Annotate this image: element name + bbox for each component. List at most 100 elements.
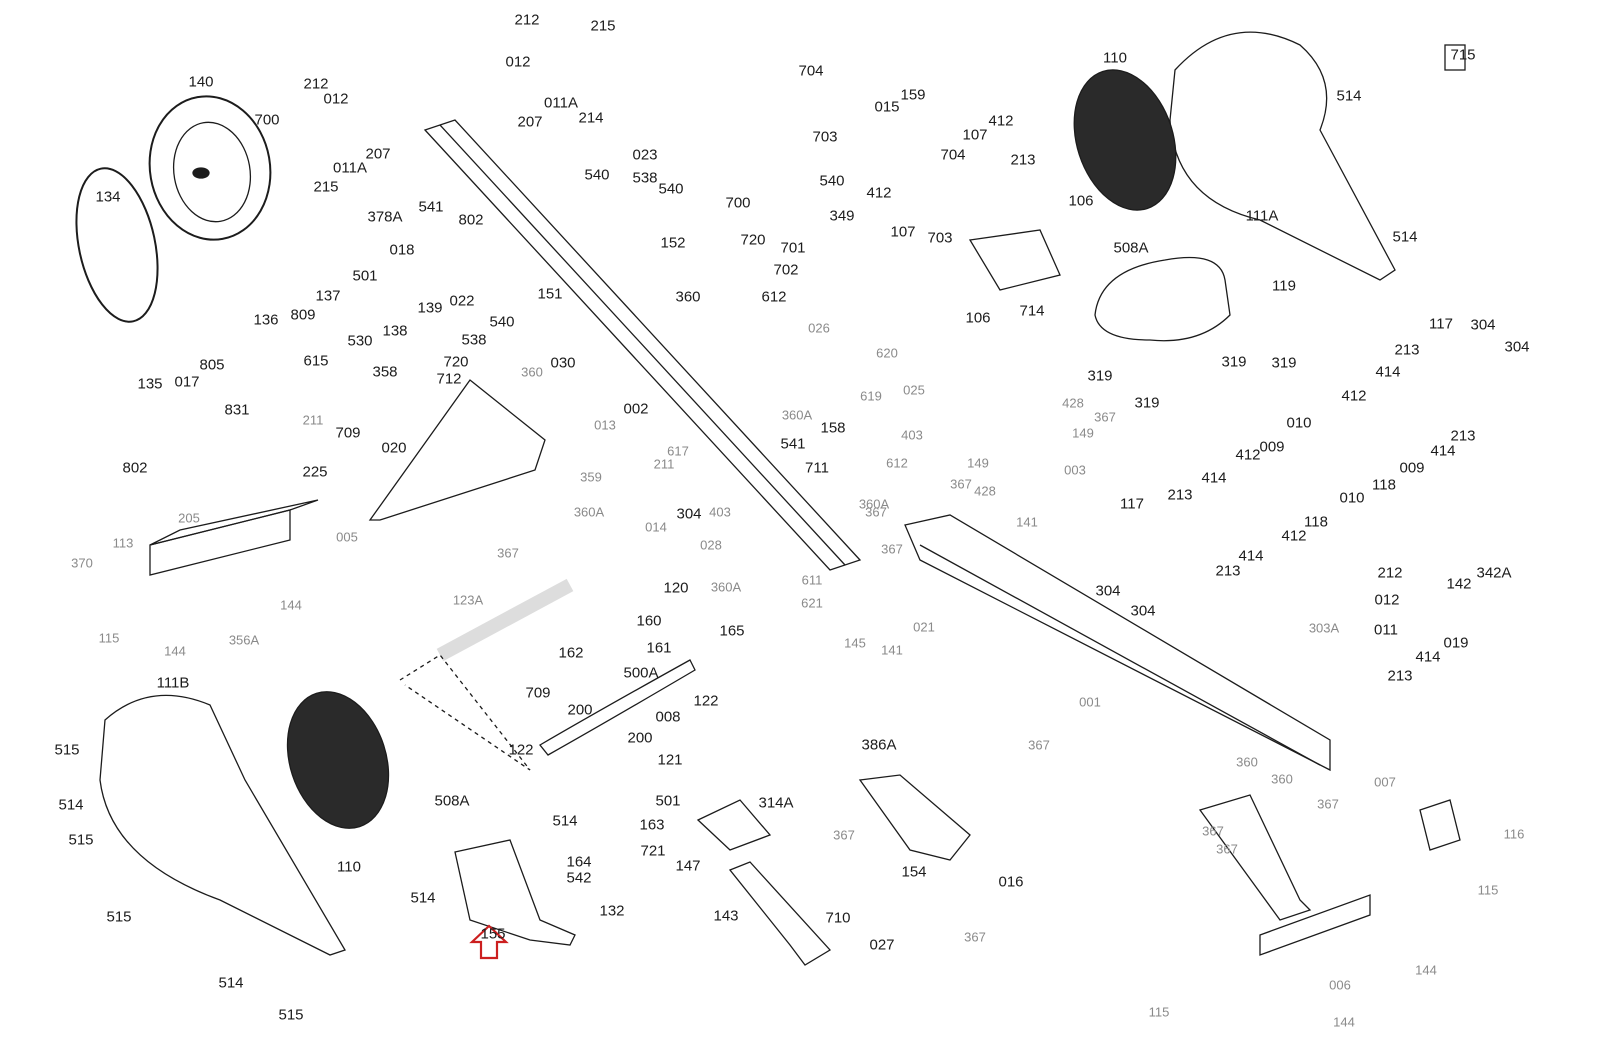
part-label-809: 809 (290, 306, 316, 324)
part-label-700: 700 (725, 194, 751, 212)
part-label-514: 514 (218, 974, 244, 992)
part-label-514: 514 (410, 889, 436, 907)
part-label-016: 016 (998, 873, 1024, 891)
part-label-360: 360 (1236, 754, 1258, 770)
part-label-619: 619 (860, 388, 882, 404)
part-label-720: 720 (740, 231, 766, 249)
part-140-flywheel (148, 95, 272, 241)
part-label-011a: 011A (544, 94, 578, 112)
part-label-703: 703 (812, 128, 838, 146)
part-label-701: 701 (780, 239, 806, 257)
part-label-414: 414 (1238, 547, 1264, 565)
part-label-021: 021 (913, 619, 935, 635)
part-label-514: 514 (552, 812, 578, 830)
part-label-367: 367 (865, 504, 887, 520)
part-label-111a: 111A (1245, 207, 1279, 225)
part-label-139: 139 (417, 299, 443, 317)
part-label-115: 115 (1148, 1004, 1170, 1020)
part-label-136: 136 (253, 311, 279, 329)
part-110-mesh-cover-left (286, 691, 390, 829)
part-label-542: 542 (566, 869, 592, 887)
part-label-500a: 500A (623, 664, 659, 682)
part-label-304: 304 (1130, 602, 1156, 620)
part-label-164: 164 (566, 853, 592, 871)
part-label-121: 121 (657, 751, 683, 769)
part-label-107: 107 (890, 223, 916, 241)
part-label-007: 007 (1374, 774, 1396, 790)
part-label-106: 106 (965, 309, 991, 327)
part-label-414: 414 (1415, 648, 1441, 666)
part-label-012: 012 (505, 53, 531, 71)
part-label-140: 140 (188, 73, 214, 91)
part-016-seat-carriage (858, 774, 971, 861)
part-label-144: 144 (164, 643, 186, 659)
part-001-main-beam (904, 514, 1331, 772)
part-label-151: 151 (537, 285, 563, 303)
part-label-008: 008 (655, 708, 681, 726)
part-label-304: 304 (1095, 582, 1121, 600)
part-002-front-rail (423, 119, 862, 571)
part-label-030: 030 (550, 354, 576, 372)
part-label-002: 002 (623, 400, 649, 418)
part-143-footplate (728, 861, 832, 966)
part-label-530: 530 (347, 332, 373, 350)
part-label-304: 304 (1470, 316, 1496, 334)
part-label-165: 165 (719, 622, 745, 640)
part-label-120: 120 (663, 579, 689, 597)
part-label-414: 414 (1430, 442, 1456, 460)
part-label-541: 541 (780, 435, 806, 453)
part-label-831: 831 (224, 401, 250, 419)
part-label-715: 715 (1450, 46, 1476, 64)
part-label-207: 207 (365, 145, 391, 163)
part-label-514: 514 (1336, 87, 1362, 105)
part-111a-shroud (1169, 31, 1396, 281)
part-label-142: 142 (1446, 575, 1472, 593)
part-label-138: 138 (382, 322, 408, 340)
part-label-359: 359 (580, 469, 602, 485)
part-label-005: 005 (336, 529, 358, 545)
part-label-367: 367 (1094, 409, 1116, 425)
part-020-cover (368, 379, 546, 521)
part-label-212: 212 (303, 75, 329, 93)
part-label-612: 612 (761, 288, 787, 306)
part-008-handlebar (539, 659, 696, 756)
part-label-314a: 314A (758, 794, 794, 812)
part-label-360a: 360A (710, 579, 742, 595)
part-label-358: 358 (372, 363, 398, 381)
part-147-bracket (696, 799, 772, 851)
part-label-370: 370 (71, 555, 93, 571)
part-label-540: 540 (658, 180, 684, 198)
part-label-802: 802 (122, 459, 148, 477)
part-label-028: 028 (700, 537, 722, 553)
part-label-367: 367 (1202, 823, 1224, 839)
part-label-617: 617 (667, 443, 689, 459)
part-label-137: 137 (315, 287, 341, 305)
part-label-414: 414 (1201, 469, 1227, 487)
part-label-515: 515 (68, 831, 94, 849)
part-label-118: 118 (1304, 513, 1328, 531)
part-label-720: 720 (443, 353, 469, 371)
part-label-001: 001 (1079, 694, 1101, 710)
part-110-mesh-cover (1073, 69, 1177, 211)
part-label-213: 213 (1010, 151, 1036, 169)
part-label-152: 152 (660, 234, 686, 252)
part-label-515: 515 (54, 741, 80, 759)
part-label-155: 155 (480, 925, 506, 943)
part-label-122: 122 (508, 741, 534, 759)
part-label-367: 367 (1216, 841, 1238, 857)
part-label-428: 428 (974, 483, 996, 499)
part-label-144: 144 (280, 597, 302, 613)
part-label-403: 403 (709, 504, 731, 520)
part-label-020: 020 (381, 439, 407, 457)
part-label-117: 117 (1429, 315, 1453, 333)
part-label-704: 704 (798, 62, 824, 80)
part-label-319: 319 (1134, 394, 1160, 412)
part-label-117: 117 (1120, 495, 1144, 513)
part-label-360: 360 (1271, 771, 1293, 787)
part-label-110: 110 (337, 858, 361, 876)
part-label-319: 319 (1271, 354, 1297, 372)
part-label-006: 006 (1329, 977, 1351, 993)
part-label-145: 145 (844, 635, 866, 651)
part-label-501: 501 (655, 792, 681, 810)
part-label-147: 147 (675, 857, 701, 875)
